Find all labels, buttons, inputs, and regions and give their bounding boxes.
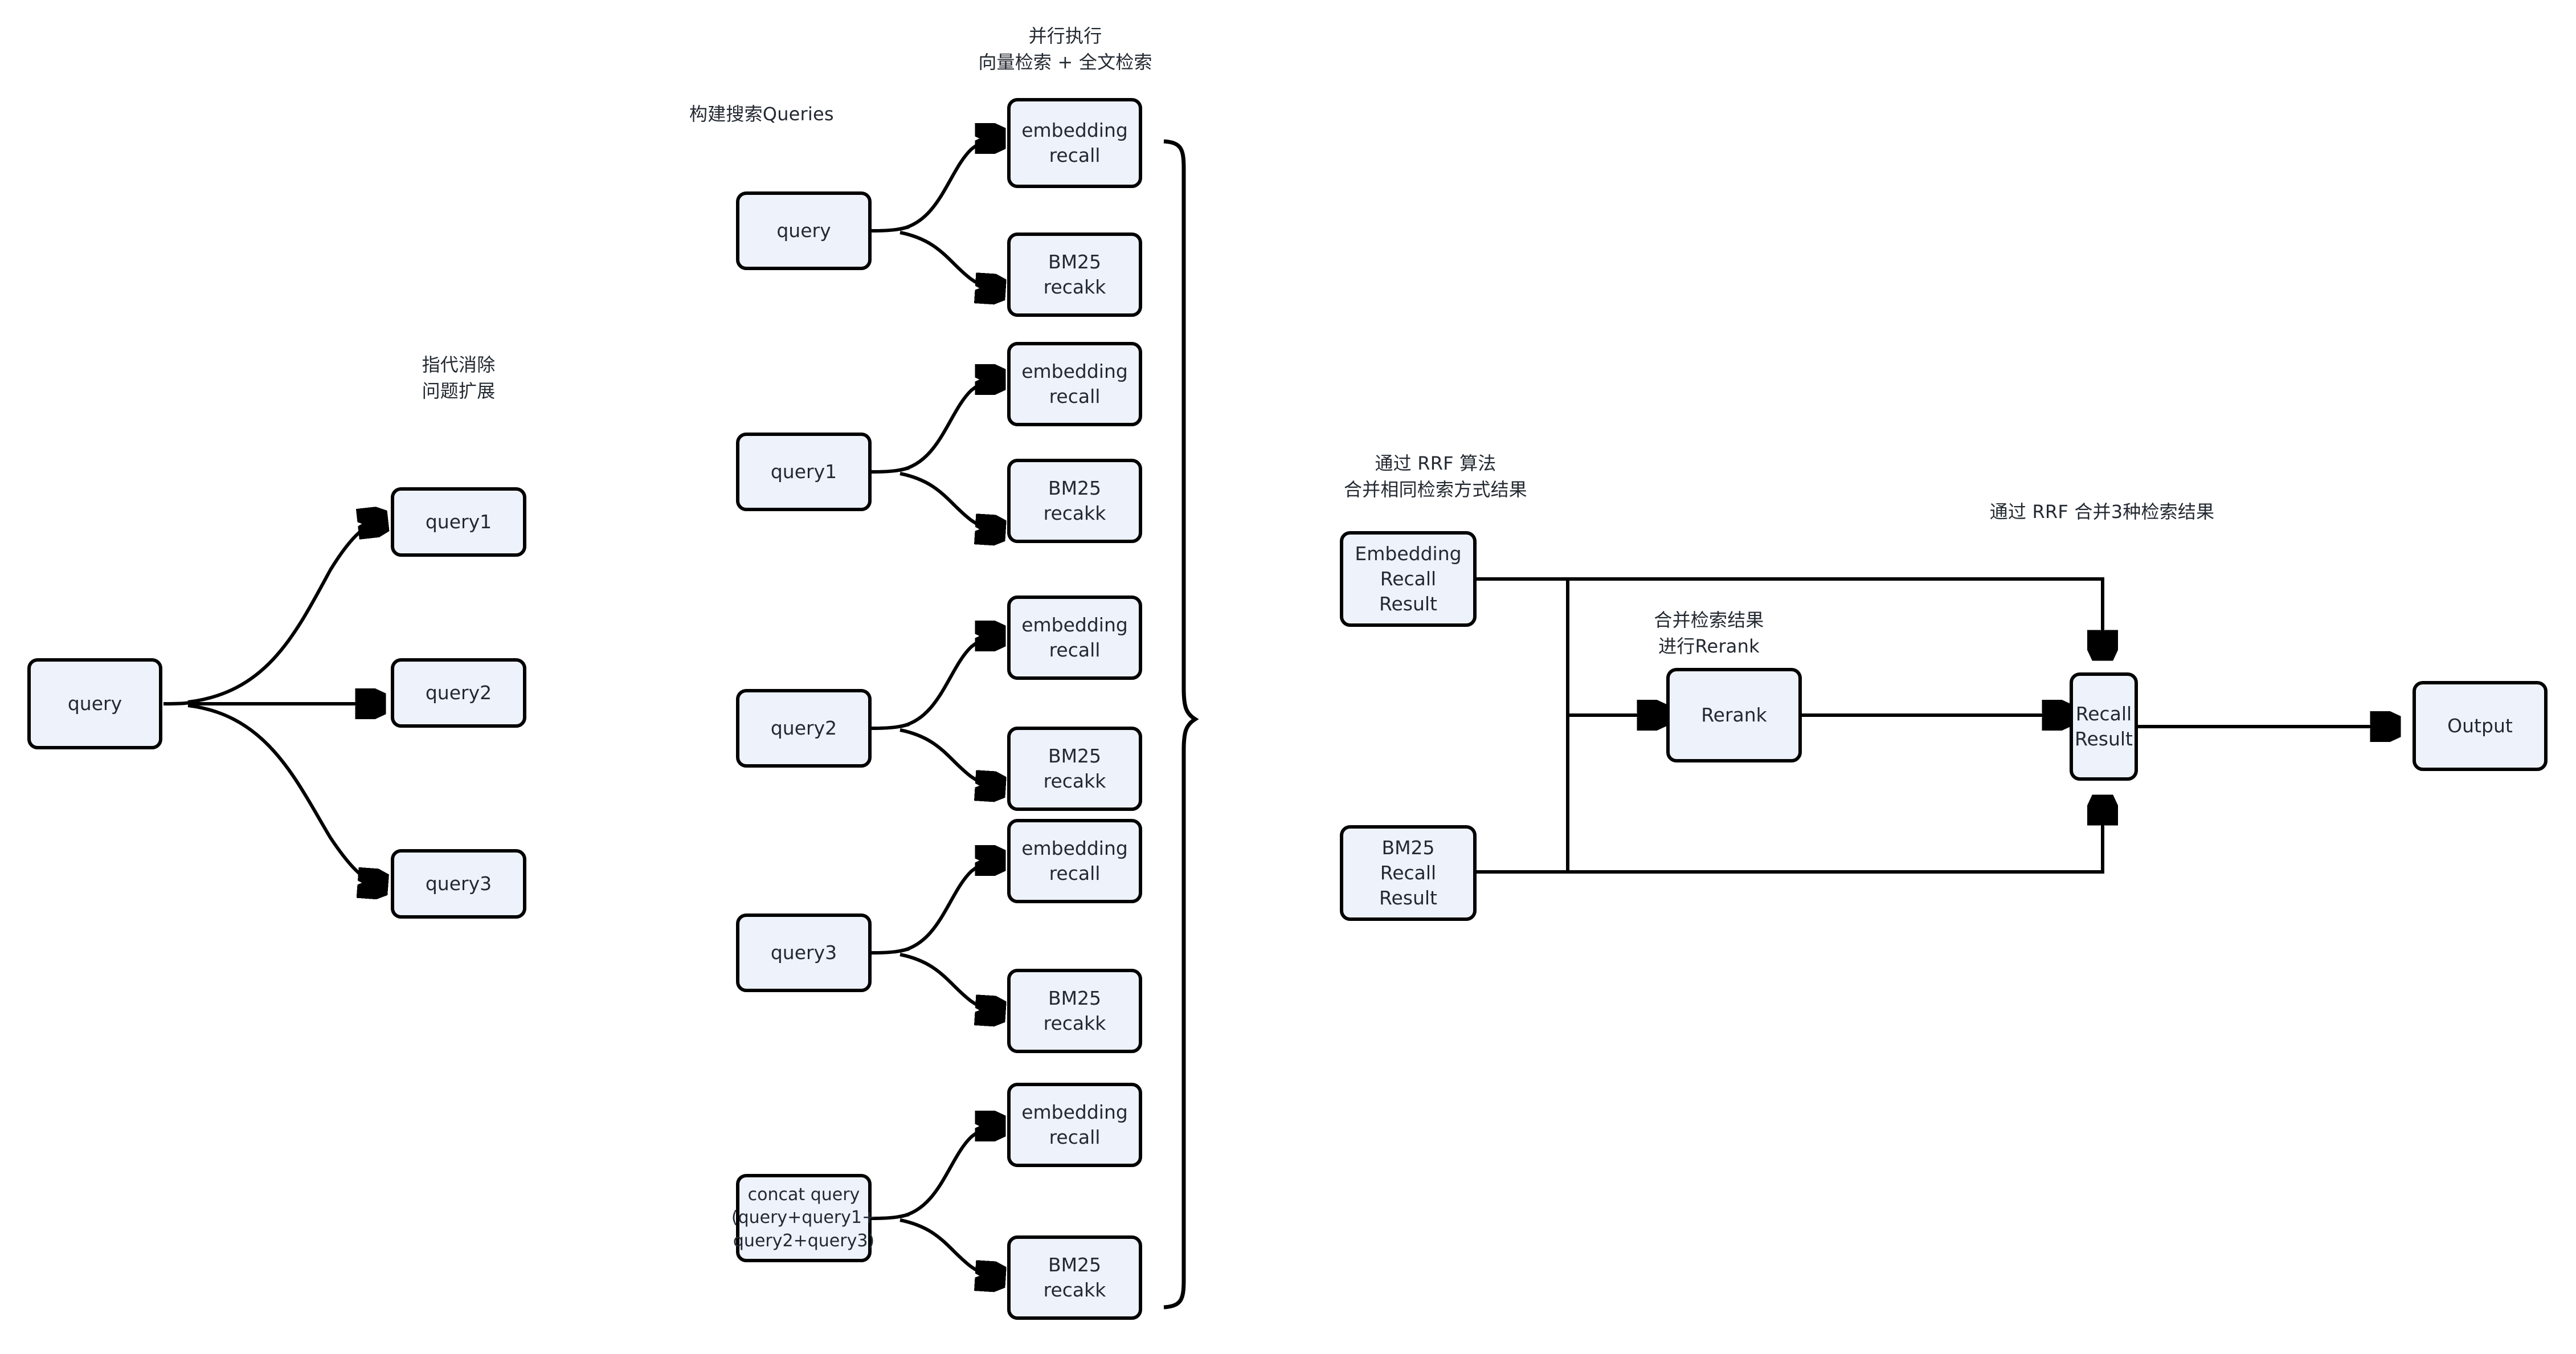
node-embedding-recall-result[interactable]: Embedding Recall Result [1340,531,1477,627]
node-stage1-query1[interactable]: query1 [391,487,526,557]
node-stage2-query-4[interactable]: concat query (query+query1+ query2+query… [731,1174,876,1262]
node-stage2-query-0[interactable]: query [736,191,872,270]
node-recall-embedding-2[interactable]: embedding recall [1007,596,1142,680]
node-recall-embedding-1[interactable]: embedding recall [1007,342,1142,426]
node-recall-bm25-0[interactable]: BM25 recakk [1007,233,1142,317]
node-stage2-query-2[interactable]: query2 [736,689,872,768]
note-stage5: 合并检索结果 进行Rerank [1654,609,1764,658]
node-rerank[interactable]: Rerank [1666,668,1802,762]
note-stage1: 指代消除 问题扩展 [422,354,496,402]
node-stage2-query-3[interactable]: query3 [736,913,872,992]
node-recall-bm25-1[interactable]: BM25 recakk [1007,459,1142,543]
node-recall-bm25-2[interactable]: BM25 recakk [1007,727,1142,811]
node-recall-embedding-4[interactable]: embedding recall [1007,1083,1142,1167]
node-recall-bm25-3[interactable]: BM25 recakk [1007,969,1142,1053]
node-stage2-query-1[interactable]: query1 [736,433,872,511]
node-stage1-query3[interactable]: query3 [391,849,526,919]
node-recall-embedding-0[interactable]: embedding recall [1007,98,1142,188]
node-recall-result[interactable]: Recall Result [2070,672,2138,781]
note-stage4: 通过 RRF 算法 合并相同检索方式结果 [1343,452,1527,501]
node-recall-embedding-3[interactable]: embedding recall [1007,819,1142,903]
node-bm25-recall-result[interactable]: BM25 Recall Result [1340,825,1477,921]
node-stage1-query2[interactable]: query2 [391,658,526,728]
note-stage6: 通过 RRF 合并3种检索结果 [1989,501,2215,523]
node-stage1-query[interactable]: query [27,658,162,749]
note-stage2: 构建搜索Queries [689,103,834,125]
node-recall-bm25-4[interactable]: BM25 recakk [1007,1235,1142,1320]
note-stage3: 并行执行 向量检索 + 全文检索 [978,25,1152,74]
node-output[interactable]: Output [2413,681,2548,771]
